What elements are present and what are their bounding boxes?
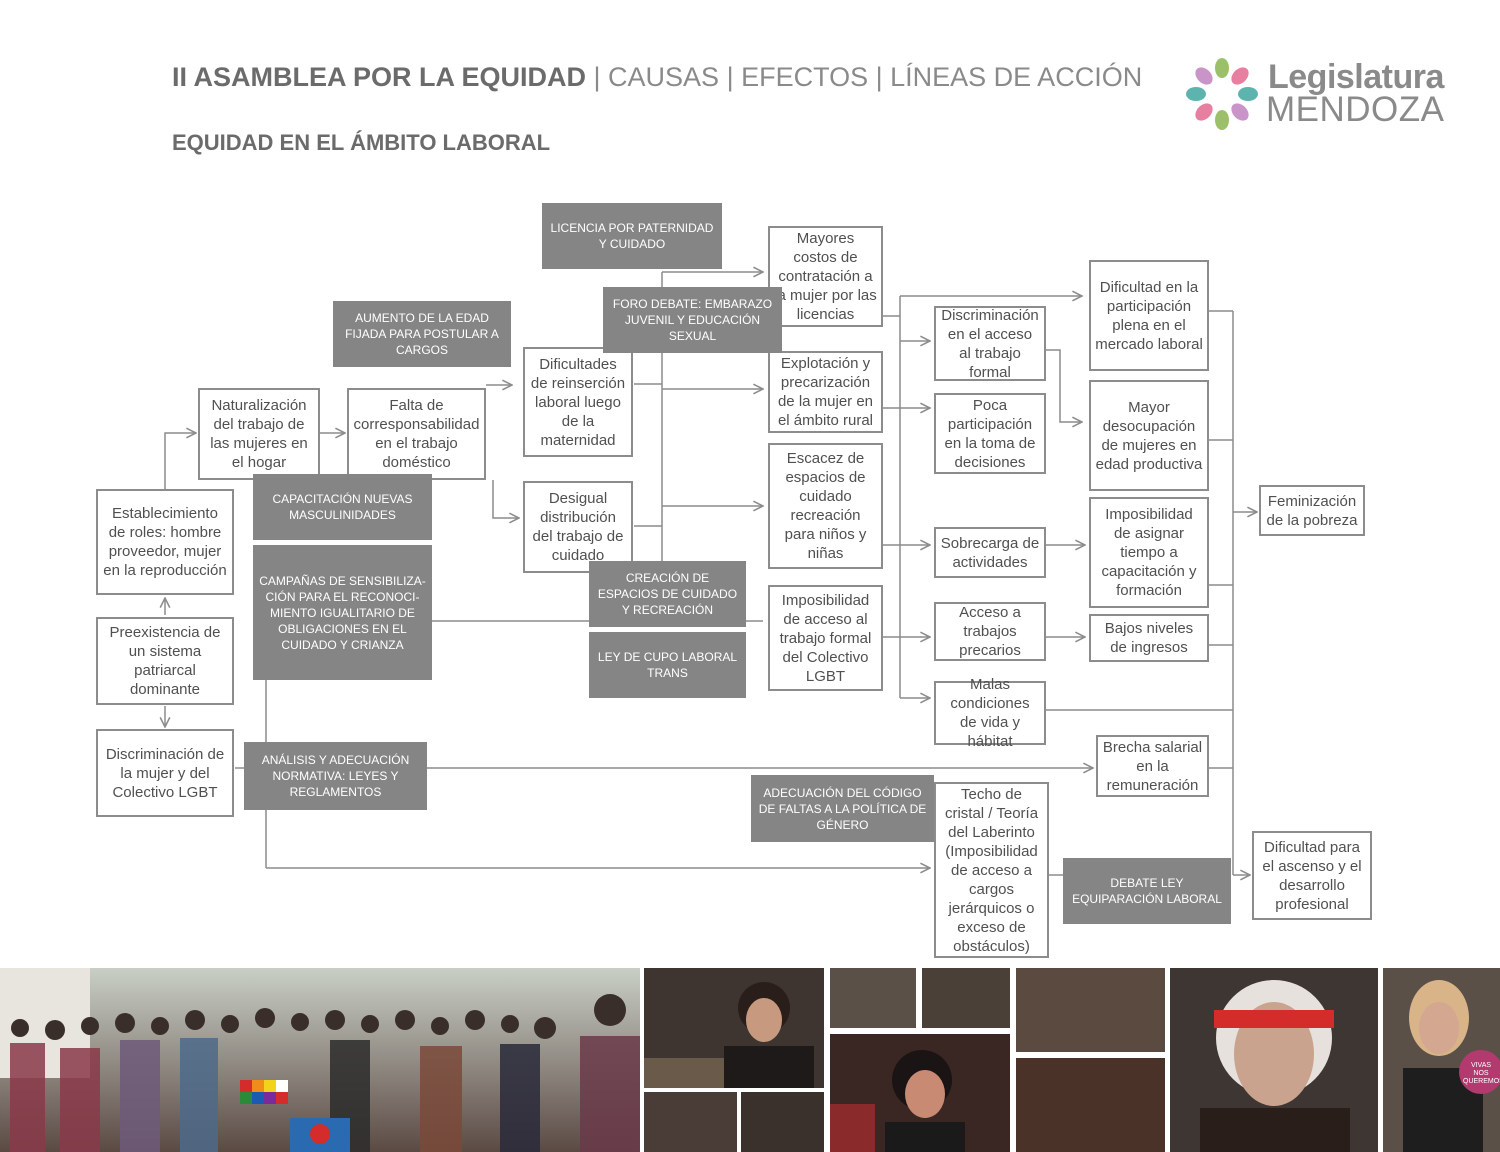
box-corresponsabilidad: Falta de corresponsabilidad en el trabaj… bbox=[347, 388, 486, 480]
action-codigo: ADECUACIÓN DEL CÓDIGO DE FALTAS A LA POL… bbox=[751, 775, 934, 842]
box-discriminacion: Discriminación de la mujer y del Colecti… bbox=[96, 729, 234, 817]
title-main: II ASAMBLEA POR LA EQUIDAD bbox=[172, 62, 587, 92]
box-desocupacion: Mayor desocupación de mujeres en edad pr… bbox=[1089, 380, 1209, 491]
box-costos: Mayores costos de contratación a la muje… bbox=[768, 226, 883, 327]
page-title: II ASAMBLEA POR LA EQUIDAD | CAUSAS | EF… bbox=[172, 62, 1142, 93]
photo-session-2 bbox=[741, 1092, 824, 1152]
box-explotacion: Explotación y precarización de la mujer … bbox=[768, 351, 883, 433]
photo-session-6 bbox=[1016, 1058, 1165, 1152]
photo-group bbox=[0, 968, 640, 1152]
action-licencia: LICENCIA POR PATERNIDAD Y CUIDADO bbox=[542, 203, 722, 269]
photo-session-1 bbox=[644, 1092, 737, 1152]
action-normativa: ANÁLISIS Y ADECUACIÓN NORMATIVA: LEYES Y… bbox=[244, 742, 427, 810]
photo-speaker-4: VIVAS NOS QUEREMOS bbox=[1383, 968, 1500, 1152]
box-naturalizacion: Naturalización del trabajo de las mujere… bbox=[198, 388, 320, 480]
box-capacitacion: Imposibilidad de asignar tiempo a capaci… bbox=[1089, 497, 1209, 608]
box-roles: Establecimiento de roles: hombre proveed… bbox=[96, 489, 234, 595]
box-desigual: Desigual distribución del trabajo de cui… bbox=[523, 481, 633, 573]
box-escacez: Escacez de espacios de cuidado recreació… bbox=[768, 443, 883, 569]
action-edad: AUMENTO DE LA EDAD FIJADA PARA POSTULAR … bbox=[333, 301, 511, 367]
box-feminizacion: Feminización de la pobreza bbox=[1259, 485, 1365, 536]
action-cupo: LEY DE CUPO LABORAL TRANS bbox=[589, 632, 746, 698]
action-foro: FORO DEBATE: EMBARAZO JUVENIL Y EDUCACIÓ… bbox=[603, 287, 782, 353]
photo-speaker-1 bbox=[644, 968, 824, 1088]
photo-speaker-2 bbox=[830, 1034, 1010, 1152]
box-ascenso: Dificultad para el ascenso y el desarrol… bbox=[1252, 831, 1372, 920]
photo-session-5 bbox=[1016, 968, 1165, 1052]
box-precarios: Acceso a trabajos precarios bbox=[934, 602, 1046, 661]
legislatura-logo: Legislatura MENDOZA bbox=[1182, 54, 1445, 134]
box-patriarcal: Preexistencia de un sistema patriarcal d… bbox=[96, 617, 234, 705]
box-techo-cristal: Techo de cristal / Teoría del Laberinto … bbox=[934, 782, 1049, 958]
box-malas-condiciones: Malas condiciones de vida y hábitat bbox=[934, 676, 1046, 750]
box-disc-formal: Discriminación en el acceso al trabajo f… bbox=[934, 306, 1046, 381]
action-espacios: CREACIÓN DE ESPACIOS DE CUIDADO Y RECREA… bbox=[589, 561, 746, 627]
connector-lines bbox=[0, 0, 1500, 968]
box-dificultad-participacion: Dificultad en la participación plena en … bbox=[1089, 260, 1209, 371]
title-rest: | CAUSAS | EFECTOS | LÍNEAS DE ACCIÓN bbox=[586, 62, 1143, 92]
page-subtitle: EQUIDAD EN EL ÁMBITO LABORAL bbox=[172, 130, 551, 155]
photo-strip: VIVAS NOS QUEREMOS bbox=[0, 968, 1500, 1152]
box-imposibilidad-lgbt: Imposibilidad de acceso al trabajo forma… bbox=[768, 585, 883, 691]
box-reinsercion: Dificultades de reinserción laboral lueg… bbox=[523, 347, 633, 457]
box-sobrecarga: Sobrecarga de actividades bbox=[934, 527, 1046, 578]
box-brecha-salarial: Brecha salarial en la remuneración bbox=[1096, 735, 1209, 797]
photo-session-4 bbox=[922, 968, 1010, 1028]
logo-line1: Legislatura bbox=[1268, 58, 1444, 96]
action-campanas: CAMPAÑAS DE SENSIBILIZA-CIÓN PARA EL REC… bbox=[253, 545, 432, 680]
sign-text: VIVAS NOS QUEREMOS bbox=[1463, 1062, 1500, 1085]
box-poca-participacion: Poca participación en la toma de decisio… bbox=[934, 393, 1046, 474]
box-bajos-ingresos: Bajos niveles de ingresos bbox=[1089, 614, 1209, 662]
photo-speaker-3 bbox=[1170, 968, 1378, 1152]
action-equiparacion: DEBATE LEY EQUIPARACIÓN LABORAL bbox=[1063, 858, 1231, 924]
action-masculinidades: CAPACITACIÓN NUEVAS MASCULINIDADES bbox=[253, 474, 432, 540]
photo-session-3 bbox=[830, 968, 916, 1028]
logo-line2: MENDOZA bbox=[1266, 90, 1445, 129]
flower-logo-icon bbox=[1186, 58, 1258, 130]
